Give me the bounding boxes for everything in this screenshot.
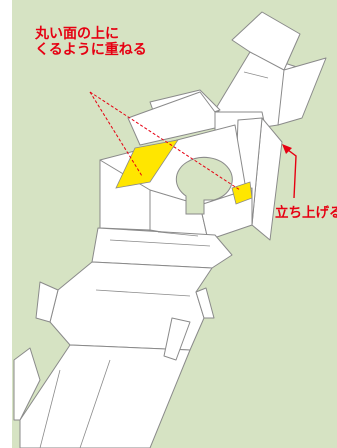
fold-line-lower <box>95 289 191 297</box>
middle-band <box>91 227 233 269</box>
fold-line-strip-2 <box>79 359 111 448</box>
leader-line-left <box>89 91 143 177</box>
fold-up-label: 立ち上げる <box>275 205 337 221</box>
fold-up-arrowhead <box>282 144 292 154</box>
instruction-line-1: 丸い面の上に <box>35 26 119 42</box>
slot-top <box>243 71 269 79</box>
top-flap-right <box>277 57 327 126</box>
bottom-strip-tab-left <box>13 347 41 421</box>
top-flap-tab <box>231 11 301 71</box>
bottom-strip-tab-right <box>163 317 191 361</box>
instruction-line-2: くるように重ねる <box>35 42 147 58</box>
instruction-text: 丸い面の上に くるように重ねる <box>35 26 147 58</box>
lower-left-tab <box>35 281 59 323</box>
lower-right-tab <box>195 287 215 319</box>
round-hole <box>175 156 233 215</box>
slot-wall <box>157 231 199 237</box>
fold-up-arrow <box>287 149 297 199</box>
yellow-area-left <box>115 139 179 189</box>
fold-line-strip-1 <box>39 369 61 448</box>
left-margin <box>0 0 12 448</box>
fold-line-band <box>109 239 211 247</box>
